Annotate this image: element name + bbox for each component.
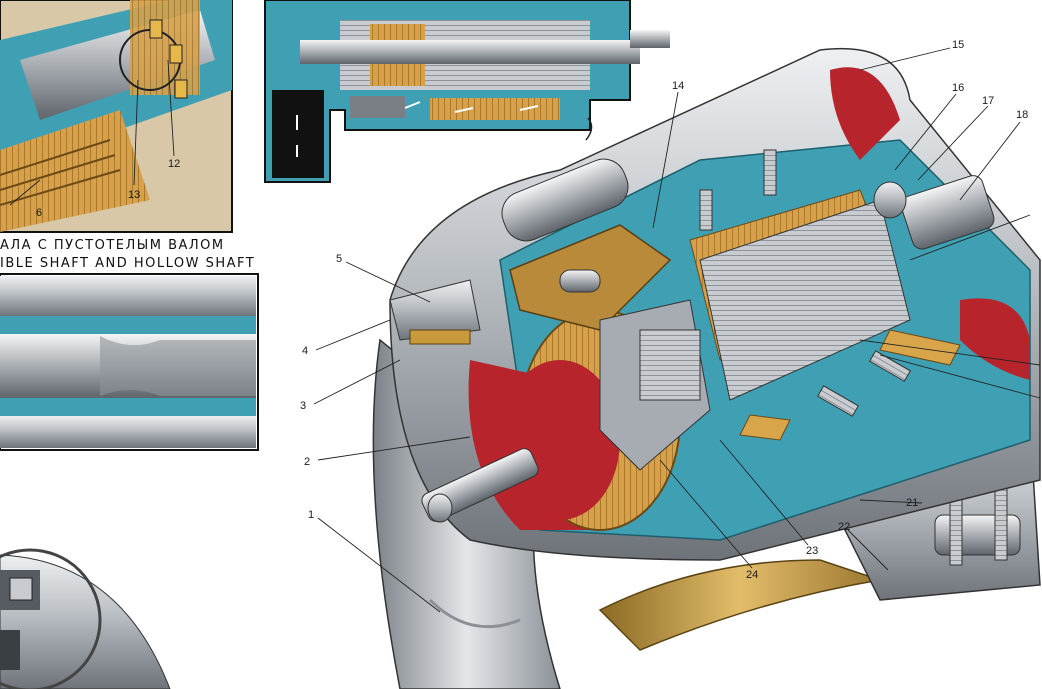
callout-leaders [9, 47, 1041, 613]
callout-13: 13 [128, 189, 140, 201]
callout-18: 18 [1016, 109, 1028, 121]
callout-numbers: 1 2 3 4 5 6 12 13 14 15 16 17 18 21 22 2… [36, 39, 1028, 581]
callout-24: 24 [746, 569, 758, 581]
callout-6: 6 [36, 207, 42, 219]
callout-2: 2 [304, 456, 310, 468]
callout-12: 12 [168, 158, 180, 170]
callout-15: 15 [952, 39, 964, 51]
callout-14: 14 [672, 80, 684, 92]
inset-top-left [0, 0, 233, 233]
callout-17: 17 [982, 95, 994, 107]
generator-main-cutaway [372, 47, 1041, 689]
caption-russian: АЛА С ПУСТОТЕЛЫМ ВАЛОМ [0, 238, 225, 253]
callout-3: 3 [300, 400, 306, 412]
callout-22: 22 [838, 521, 850, 533]
callout-1: 1 [308, 509, 314, 521]
caption-english: IBLE SHAFT AND HOLLOW SHAFT [0, 256, 256, 271]
inset-bottom-left [0, 548, 171, 689]
callout-21: 21 [906, 497, 918, 509]
callout-23: 23 [806, 545, 818, 557]
inset-air-flow [264, 0, 670, 209]
callout-5: 5 [336, 253, 342, 265]
callout-16: 16 [952, 82, 964, 94]
inset-hollow-shaft [0, 273, 259, 451]
callout-4: 4 [302, 345, 308, 357]
